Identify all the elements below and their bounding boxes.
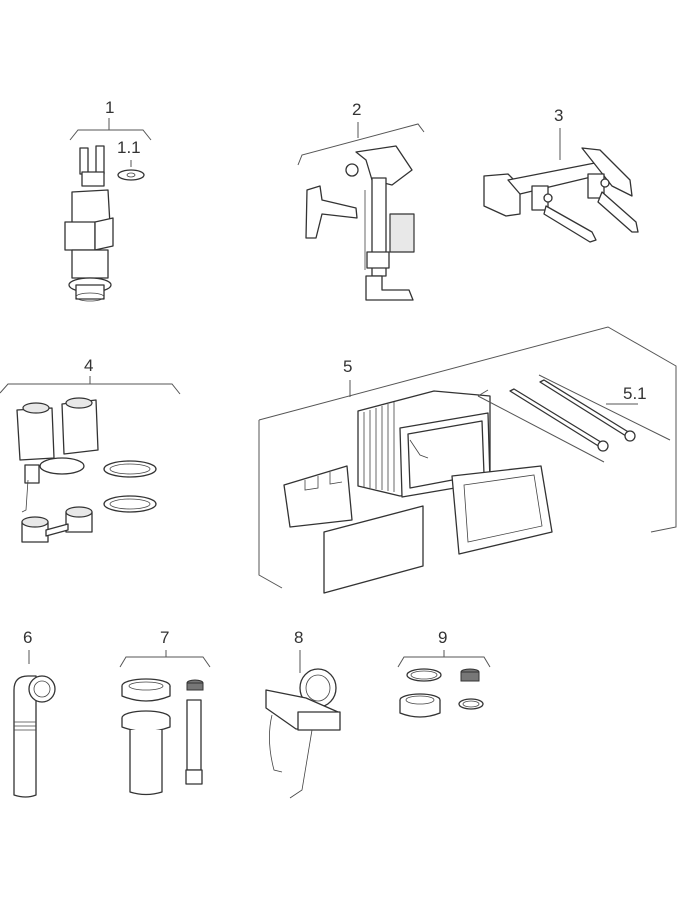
callout-8: 8 [294, 628, 303, 673]
callout-5: 5 [258, 326, 677, 589]
callout-bracket-5-1 [477, 374, 671, 463]
part-cover-panel [323, 505, 424, 594]
callout-label-9: 9 [438, 628, 447, 647]
callout-4: 4 [0, 356, 181, 395]
callout-7: 7 [119, 628, 211, 668]
part-rods [509, 379, 636, 452]
callout-9: 9 [397, 628, 491, 668]
part-elbow-pipe [13, 675, 56, 798]
callout-1-1: 1.1 [117, 138, 141, 167]
callout-label-8: 8 [294, 628, 303, 647]
callout-label-3: 3 [554, 106, 563, 125]
part-flush-valve [64, 145, 114, 302]
part-seal-set [399, 668, 484, 718]
callout-label-1: 1 [105, 98, 114, 117]
part-connector-set [121, 678, 204, 796]
callout-label-4: 4 [84, 356, 93, 375]
part-support-bracket [265, 668, 341, 799]
part-fill-valve [305, 145, 415, 301]
callout-bracket-2 [297, 122, 425, 166]
part-pneumatic-module [16, 397, 157, 543]
callout-bracket-7 [119, 650, 211, 668]
callout-bracket-9 [397, 650, 491, 668]
callout-label-1-1: 1.1 [117, 138, 141, 157]
callout-label-6: 6 [23, 628, 32, 647]
callout-label-2: 2 [352, 100, 361, 119]
part-seal-ring-1-1 [117, 169, 145, 181]
callout-3: 3 [554, 106, 563, 160]
callout-frame-5 [258, 326, 677, 589]
callout-6: 6 [23, 628, 32, 664]
callout-5-1: 5.1 [477, 374, 671, 463]
callout-2: 2 [297, 100, 425, 166]
callout-1: 1 [69, 98, 152, 141]
part-mounting-plate [283, 465, 353, 528]
part-actuating-lever [483, 147, 639, 243]
callout-label-7: 7 [160, 628, 169, 647]
callout-bracket-4 [0, 376, 181, 395]
callout-label-5-1: 5.1 [623, 384, 647, 403]
part-frame [451, 465, 553, 555]
callout-label-5: 5 [343, 357, 352, 376]
callout-bracket-1 [69, 118, 152, 141]
